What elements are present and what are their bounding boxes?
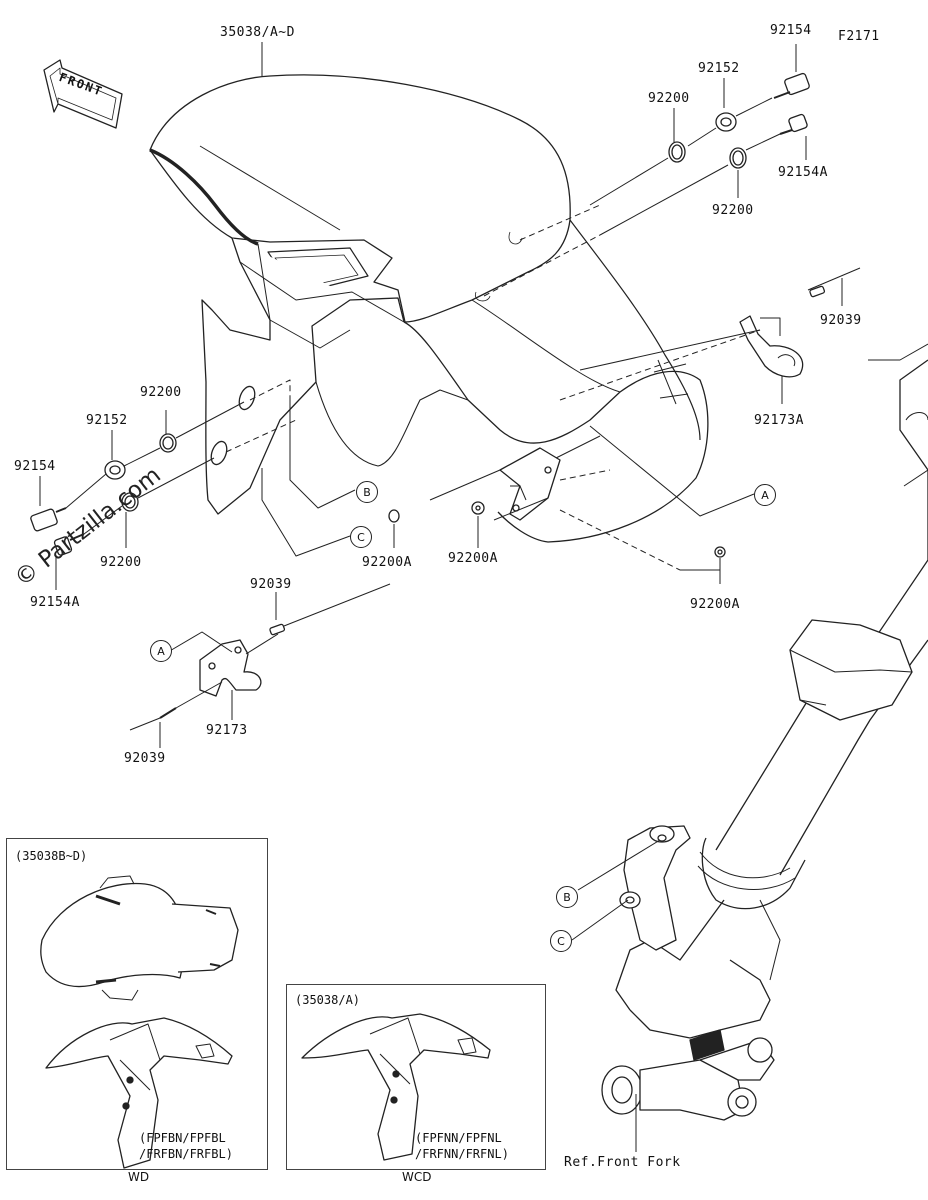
inset-wd-drawing [40, 875, 239, 1169]
inset-wd-caption: WD [128, 1170, 150, 1184]
leader-lines [39, 42, 843, 1152]
inset-wcd-codes-2: /FRFNN/FRFNL) [415, 1147, 509, 1161]
part-label-35038: 35038/A~D [220, 25, 295, 40]
part-label-92039-right: 92039 [820, 313, 862, 328]
part-label-92173a: 92173A [754, 413, 804, 428]
part-label-92152-top: 92152 [698, 61, 740, 76]
part-label-92200a-2: 92200A [448, 551, 498, 566]
part-label-92200-left2: 92200 [100, 555, 142, 570]
part-label-92154a-top: 92154A [778, 165, 828, 180]
inset-wcd-caption: WCD [402, 1170, 432, 1184]
front-arrow-icon [43, 59, 123, 129]
callout-a-right: A [754, 484, 776, 506]
front-fork [601, 343, 928, 1121]
small-washers [388, 501, 726, 584]
inset-wcd-codes-1: (FPFNN/FPFNL [415, 1131, 502, 1145]
part-label-92039-left-top: 92039 [250, 577, 292, 592]
inset-wd-title: (35038B~D) [15, 849, 88, 863]
callout-c-top: C [350, 526, 372, 548]
clamp-right [559, 267, 861, 401]
inset-wd-codes-2: /FRFBN/FRFBL) [139, 1147, 233, 1161]
hardware-top-right [483, 72, 810, 297]
callout-a-left: A [150, 640, 172, 662]
ref-front-fork-label: Ref.Front Fork [564, 1155, 681, 1170]
part-label-92039-left-bottom: 92039 [124, 751, 166, 766]
part-label-92154a-left: 92154A [30, 595, 80, 610]
hardware-left [30, 379, 356, 557]
inset-wcd-drawing [301, 1013, 491, 1161]
part-label-92154-top: 92154 [770, 23, 812, 38]
part-label-92200-left1: 92200 [140, 385, 182, 400]
callout-b-top: B [356, 481, 378, 503]
part-label-92200a-3: 92200A [690, 597, 740, 612]
part-label-92200a-1: 92200A [362, 555, 412, 570]
figure-code: F2171 [838, 29, 880, 44]
part-label-92152-left: 92152 [86, 413, 128, 428]
inset-wd-codes-1: (FPFBN/FPFBL [139, 1131, 226, 1145]
front-fender [149, 74, 709, 543]
callout-c-fork: C [550, 930, 572, 952]
callout-b-fork: B [556, 886, 578, 908]
clamp-left [129, 583, 391, 731]
inset-wcd: (35038/A) (FPFNN/FPFNL /FRFNN/FRFNL) [286, 984, 546, 1170]
fender-bracket [429, 425, 755, 571]
inset-wd: (35038B~D) (FPFBN/FPFBL /FRFBN/FRFBL) [6, 838, 268, 1170]
part-label-92200-top2: 92200 [712, 203, 754, 218]
inset-wcd-title: (35038/A) [295, 993, 361, 1007]
part-label-92154-left: 92154 [14, 459, 56, 474]
part-label-92200-top1: 92200 [648, 91, 690, 106]
part-label-92173: 92173 [206, 723, 248, 738]
